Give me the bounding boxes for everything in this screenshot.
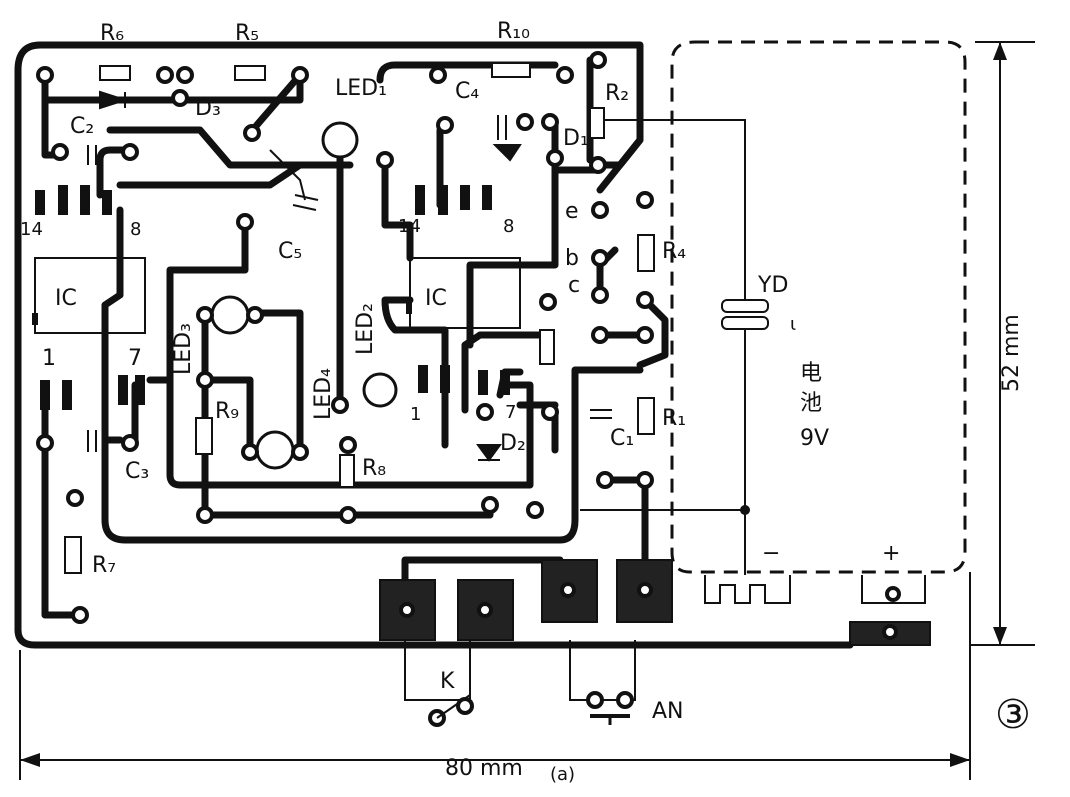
- capacitor-c1: [590, 409, 612, 419]
- label-d1: D₁: [563, 126, 589, 151]
- ic1-notch: [32, 313, 38, 325]
- capacitor-c3: [87, 430, 97, 452]
- label-r5: R₅: [235, 21, 259, 46]
- ic1-bottom-pins: [40, 375, 145, 410]
- dim-horizontal-arrow-left: [20, 753, 40, 767]
- capacitor-c5: [292, 194, 319, 211]
- ic2-bottom-pins: [418, 365, 510, 395]
- battery-minus-label: −: [762, 541, 780, 566]
- pin-label-ic1-7: 7: [128, 346, 142, 371]
- label-c1: C₁: [610, 426, 634, 451]
- label-r2: R₂: [605, 81, 629, 106]
- resistor-r5: [234, 65, 266, 81]
- led2: [362, 372, 398, 408]
- figure-number: ③: [995, 692, 1031, 738]
- diode-d2: [476, 444, 502, 462]
- label-c3: C₃: [125, 459, 149, 484]
- resistor-r10: [491, 62, 531, 78]
- piezo-symbol: ι: [790, 314, 796, 335]
- label-c2: C₂: [70, 114, 94, 139]
- resistor-r3: [539, 329, 555, 365]
- label-r6: R₆: [100, 21, 124, 46]
- resistor-r4: [637, 234, 655, 272]
- label-r7: R₇: [92, 553, 116, 578]
- battery-label-2: 池: [800, 391, 822, 416]
- board-outline: [14, 41, 854, 649]
- pad-block-1: [379, 579, 436, 641]
- battery-plus-pad: [885, 586, 901, 602]
- label-c4: C₄: [455, 79, 479, 104]
- label-led1: LED₁: [335, 76, 387, 101]
- battery-plus-clip: [861, 575, 926, 604]
- terminal-b: b: [565, 246, 579, 271]
- label-d3: D₃: [195, 96, 221, 121]
- resistor-r1: [637, 397, 655, 435]
- ic1-top-pins: [35, 185, 112, 215]
- label-led3: LED₃: [171, 323, 196, 375]
- battery-voltage: 9V: [800, 426, 829, 451]
- label-c5: C₅: [278, 239, 302, 264]
- pin-label-ic2-7: 7: [505, 402, 516, 423]
- ic2-body: [409, 257, 521, 329]
- solder-pads: [36, 51, 898, 640]
- dim-vertical-arrow-top: [993, 42, 1007, 60]
- label-d2: D₂: [500, 431, 526, 456]
- ic2-top-pins: [415, 185, 492, 215]
- button-an-contact-right: [616, 691, 634, 709]
- battery-outline: [670, 40, 967, 574]
- figure-caption: (a): [550, 764, 575, 785]
- pin-label-ic2-14: 14: [398, 216, 421, 237]
- terminal-c: c: [568, 273, 580, 298]
- battery-label-1: 电: [800, 361, 822, 386]
- piezo-yd-bottom: [721, 316, 769, 330]
- button-an-contact-left: [586, 691, 604, 709]
- ic1-label: IC: [55, 286, 77, 311]
- diode-d1: [492, 144, 522, 162]
- label-r1: R₁: [662, 406, 686, 431]
- piezo-yd-top: [721, 299, 769, 313]
- led1: [321, 121, 359, 159]
- resistor-r7: [64, 536, 82, 574]
- dimension-height: 52 mm: [999, 314, 1024, 392]
- pin-label-ic2-1: 1: [410, 404, 421, 425]
- terminal-e: e: [565, 199, 579, 224]
- battery-plus-label: +: [882, 541, 900, 566]
- label-r10: R₁₀: [497, 19, 530, 44]
- dimension-width: 80 mm: [445, 756, 523, 781]
- label-k: K: [440, 669, 455, 694]
- pin-label-ic1-1: 1: [42, 346, 56, 371]
- ic2-notch: [406, 302, 412, 314]
- ic1-body: [34, 257, 146, 334]
- led3: [210, 295, 250, 335]
- pin-label-ic1-14: 14: [20, 219, 43, 240]
- capacitor-c4: [497, 115, 507, 140]
- pin-label-ic2-8: 8: [503, 216, 514, 237]
- label-an: AN: [652, 699, 684, 724]
- label-r9: R₉: [215, 399, 239, 424]
- dim-vertical-arrow-bottom: [993, 627, 1007, 645]
- diode-d3: [99, 90, 129, 110]
- label-led2: LED₂: [353, 303, 378, 355]
- dim-horizontal-arrow-right: [950, 753, 970, 767]
- battery-minus-clip: [704, 575, 791, 604]
- resistor-r9: [195, 417, 213, 455]
- resistor-r8: [339, 454, 355, 488]
- label-r8: R₈: [362, 456, 386, 481]
- resistor-r2: [589, 107, 605, 139]
- ic2-label: IC: [425, 286, 447, 311]
- switch-k-lever: [436, 694, 471, 719]
- label-led4: LED₄: [311, 368, 336, 420]
- resistor-r6: [99, 65, 131, 81]
- capacitor-c2: [87, 145, 97, 165]
- led4: [255, 430, 295, 470]
- pin-label-ic1-8: 8: [130, 219, 141, 240]
- label-yd: YD: [757, 273, 788, 298]
- label-r4: R₄: [662, 239, 686, 264]
